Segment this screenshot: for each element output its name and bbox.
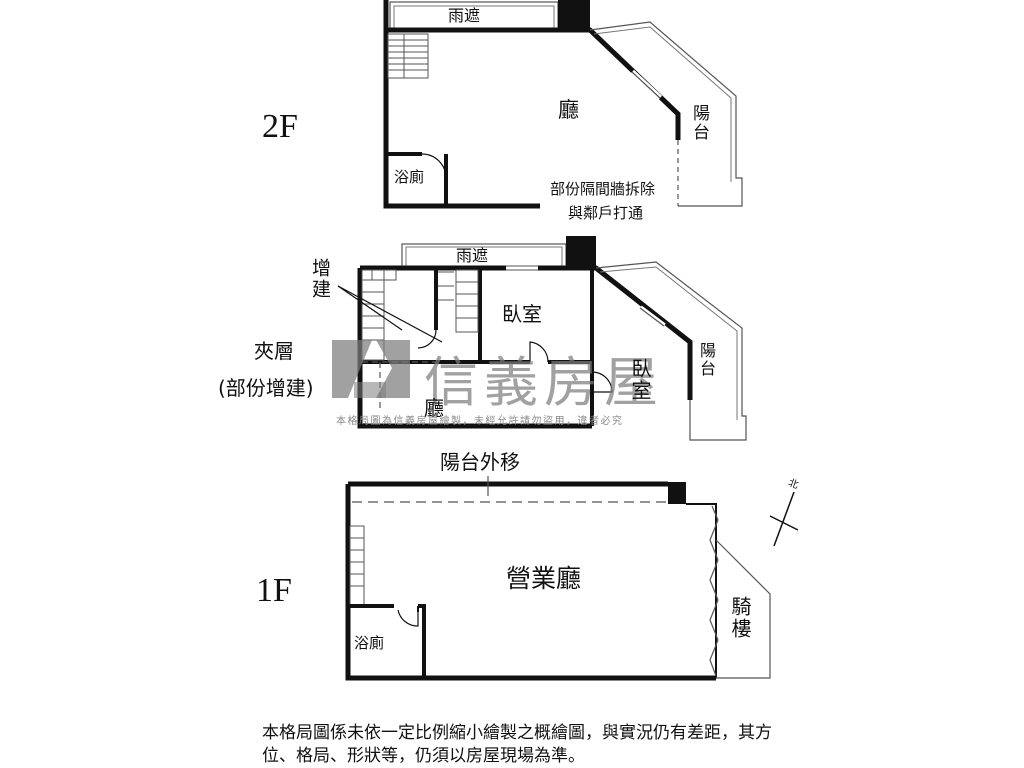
watermark-brand: 信義房屋: [424, 351, 664, 414]
bathroom-label-1f: 浴廁: [354, 634, 385, 652]
floor-label-1f: 1F: [256, 572, 292, 609]
canopy-label-mezz: 雨遮: [456, 246, 489, 265]
wall-1f: [345, 481, 716, 681]
stairs-2f: [387, 33, 429, 79]
mezzanine-plan: [337, 236, 747, 441]
bathroom-label-2f: 浴廁: [394, 168, 425, 186]
watermark: 信義房屋 本格局圖為信義房屋繪製，未經允許請勿盜用，違者必究: [332, 338, 692, 427]
addition-label: 增建: [309, 258, 331, 300]
canopy-label-2f: 雨遮: [448, 6, 481, 25]
business-hall-label: 營業廳: [506, 564, 582, 593]
note-label-2f-line2: 與鄰戶打通: [568, 204, 644, 222]
column-2f: [558, 0, 590, 30]
disclaimer-note: 本格局圖係未依一定比例縮小繪製之概繪圖，與實況仍有差距，其方位、格局、形狀等，仍…: [262, 723, 772, 766]
column-1f: [668, 482, 686, 504]
note-label-2f-line1: 部份隔間牆拆除: [550, 180, 656, 198]
floor-label-2f: 2F: [262, 108, 298, 145]
arcade-label: 騎樓: [728, 596, 752, 640]
balcony-label-mezz: 陽台: [697, 342, 716, 378]
compass-icon: [769, 491, 799, 547]
stairs-mezz: [361, 269, 479, 361]
balcony-mezz: [595, 261, 747, 441]
floor-label-mezz-line2: (部份增建): [218, 376, 314, 400]
hall-label-mezz: 廳: [424, 396, 444, 420]
wall-2f: [383, 0, 681, 209]
balcony-label-2f: 陽台: [689, 104, 709, 142]
balcony-moved-label: 陽台外移: [440, 450, 520, 474]
column-mezz: [566, 236, 596, 268]
bedroom-label-mezz-2: 臥室: [628, 358, 652, 402]
floor-1f-plan: [345, 476, 799, 681]
floor-label-mezz-line1: 夾層: [254, 339, 294, 363]
bedroom-label-mezz: 臥室: [502, 302, 542, 326]
brand-logo-icon: [332, 340, 410, 398]
hall-label-2f: 廳: [558, 98, 579, 122]
floor-2f-plan: [383, 0, 743, 209]
stairs-1f: [349, 525, 365, 607]
watermark-notice: 本格局圖為信義房屋繪製，未經允許請勿盜用，違者必究: [336, 416, 624, 427]
balcony-2f: [589, 21, 743, 207]
arcade-outline: [715, 539, 771, 679]
